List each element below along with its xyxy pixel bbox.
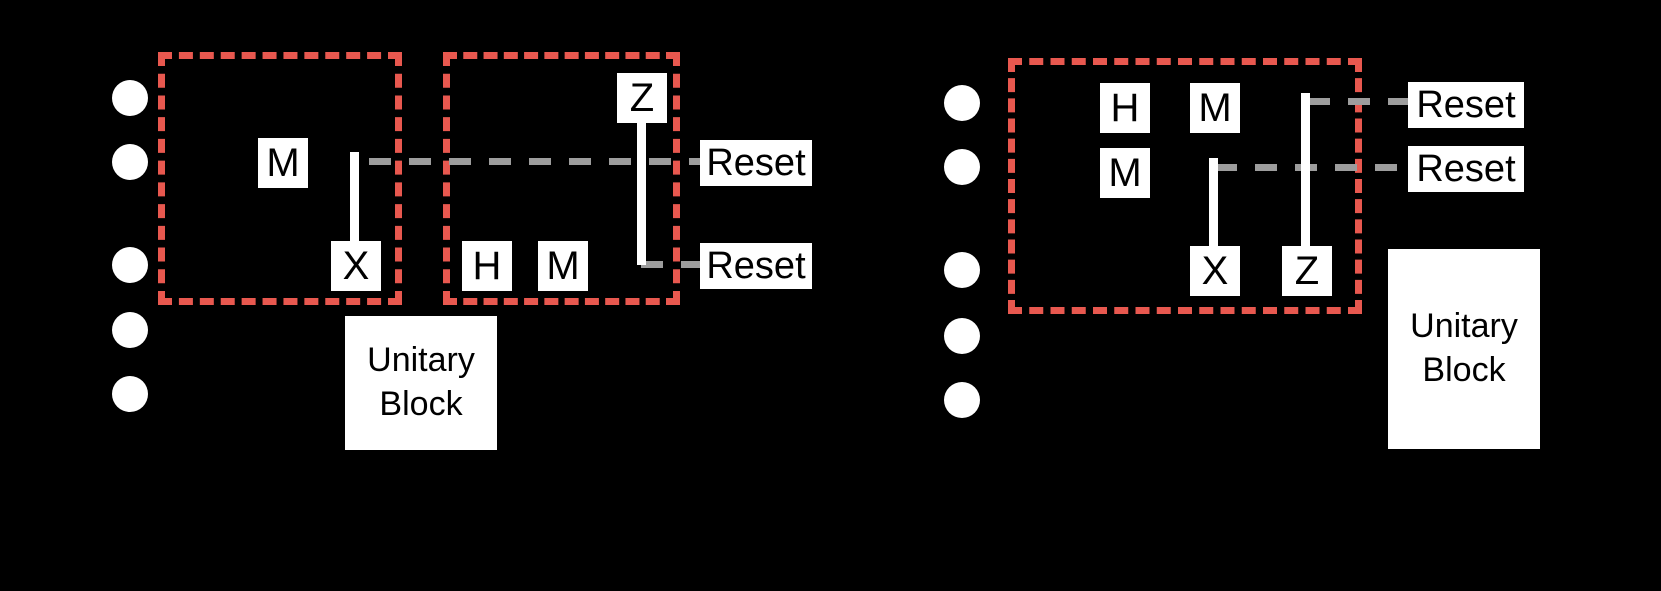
- left-unitary-block-line1: Unitary: [367, 341, 475, 380]
- left-reset-box-wire3[interactable]: Reset: [700, 243, 812, 289]
- left-qubit-dot-3: [112, 247, 148, 283]
- left-gate-m-wire2[interactable]: M: [258, 138, 308, 188]
- right-qubit-dot-2: [944, 149, 980, 185]
- right-control-bar-x: [1209, 158, 1218, 253]
- right-control-bar-z: [1301, 93, 1310, 253]
- left-qubit-dot-1: [112, 80, 148, 116]
- left-gate-x-wire3[interactable]: X: [331, 241, 381, 291]
- right-group-box-1: [1008, 58, 1362, 314]
- right-gate-m-wire2[interactable]: M: [1100, 148, 1150, 198]
- left-unitary-block[interactable]: Unitary Block: [345, 316, 497, 450]
- right-qubit-dot-5: [944, 382, 980, 418]
- right-qubit-dot-4: [944, 318, 980, 354]
- right-reset-box-wire2[interactable]: Reset: [1408, 146, 1524, 192]
- right-reset-box-wire1[interactable]: Reset: [1408, 82, 1524, 128]
- left-qubit-dot-5: [112, 376, 148, 412]
- left-qubit-dot-4: [112, 312, 148, 348]
- right-classical-wire-2: [1215, 164, 1420, 171]
- left-control-bar-z: [637, 122, 646, 265]
- right-gate-z-wire3[interactable]: Z: [1282, 246, 1332, 296]
- left-gate-z-wire1[interactable]: Z: [617, 73, 667, 123]
- right-unitary-block[interactable]: Unitary Block: [1388, 249, 1540, 449]
- left-classical-wire-3: [641, 261, 713, 268]
- right-gate-m-wire1[interactable]: M: [1190, 83, 1240, 133]
- left-group-box-1: [158, 52, 402, 305]
- right-unitary-block-line1: Unitary: [1410, 307, 1518, 346]
- right-classical-wire-1: [1308, 98, 1420, 105]
- right-qubit-dot-1: [944, 85, 980, 121]
- left-qubit-dot-2: [112, 144, 148, 180]
- left-gate-m-wire3[interactable]: M: [538, 241, 588, 291]
- left-group-box-2: [443, 52, 680, 305]
- left-gate-h-wire3[interactable]: H: [462, 241, 512, 291]
- left-unitary-block-line2: Block: [379, 385, 463, 423]
- right-unitary-block-line2: Block: [1422, 351, 1506, 389]
- left-classical-wire-2: [369, 158, 711, 165]
- right-qubit-dot-3: [944, 252, 980, 288]
- right-gate-h-wire1[interactable]: H: [1100, 83, 1150, 133]
- left-control-bar-x: [350, 152, 359, 248]
- right-gate-x-wire3[interactable]: X: [1190, 246, 1240, 296]
- left-reset-box-wire2[interactable]: Reset: [700, 140, 812, 186]
